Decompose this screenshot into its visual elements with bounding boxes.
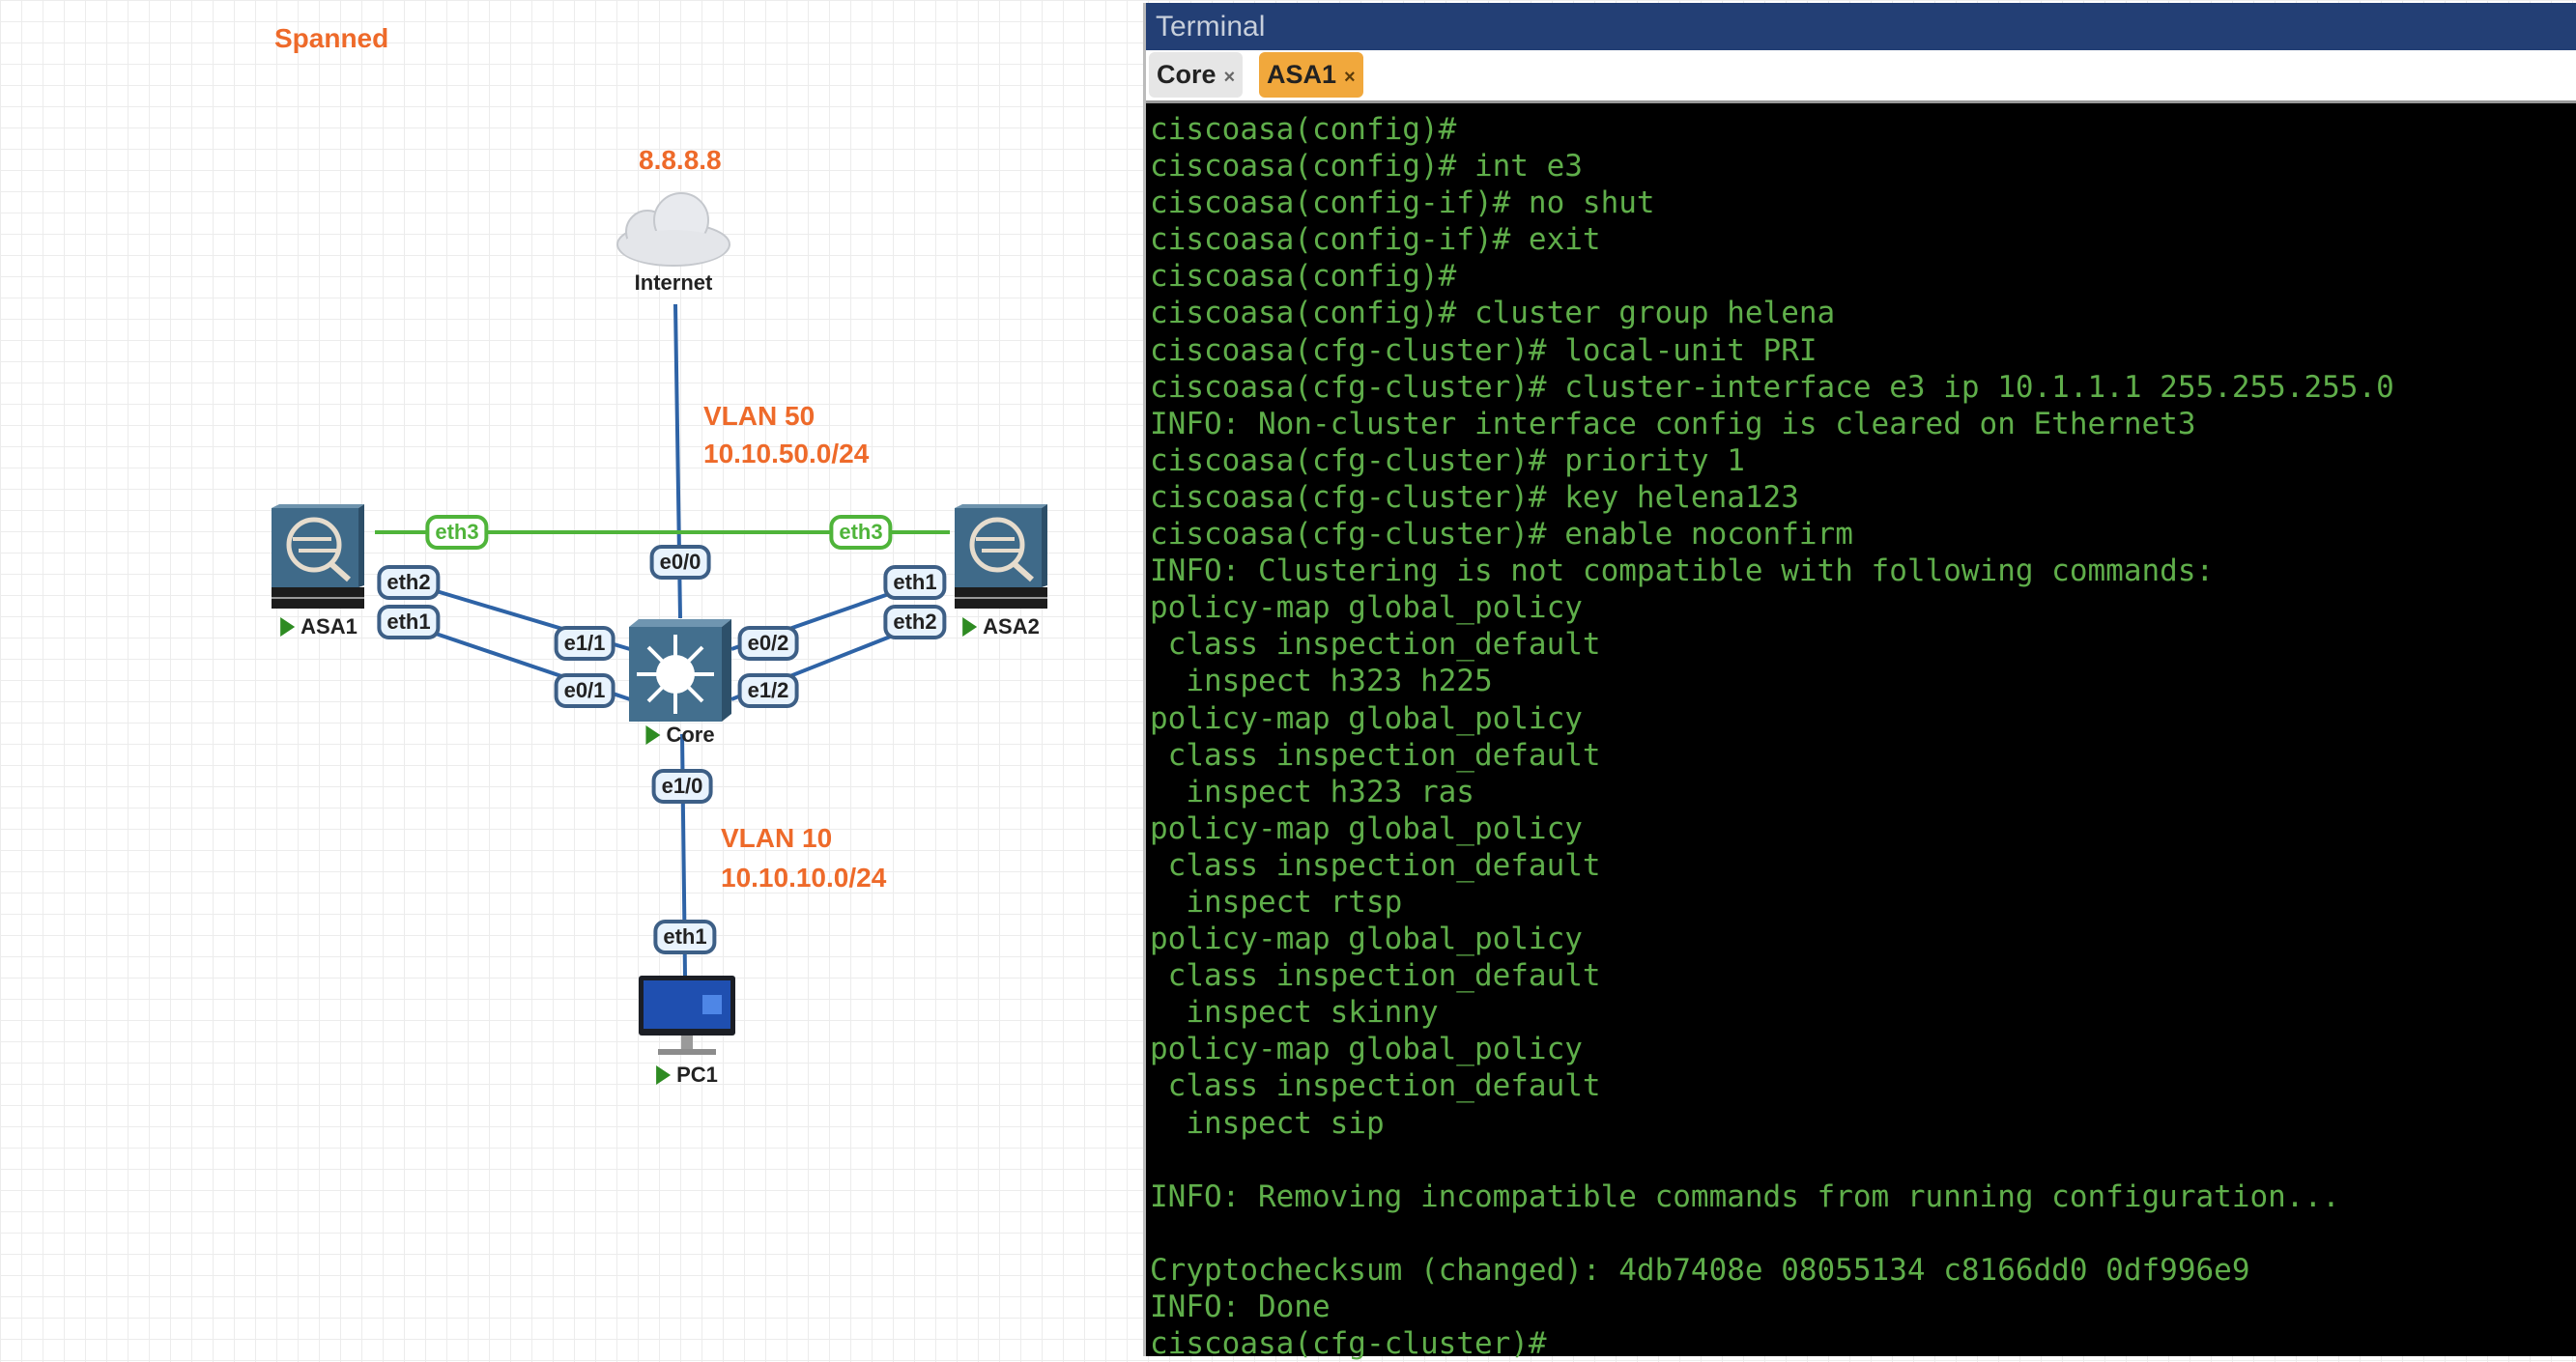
terminal-title-bar[interactable]: Terminal bbox=[1146, 3, 2576, 50]
port-asa1-eth3: eth3 bbox=[425, 515, 489, 550]
running-icon bbox=[962, 617, 978, 637]
terminal-window[interactable]: Terminal Core× ASA1× ciscoasa(config)#ci… bbox=[1143, 3, 2576, 1361]
port-core-e1-0: e1/0 bbox=[651, 769, 713, 804]
core-switch-icon[interactable] bbox=[629, 619, 731, 722]
terminal-line: policy-map global_policy bbox=[1150, 922, 1583, 957]
terminal-line: ciscoasa(config)# int e3 bbox=[1150, 149, 1583, 184]
internet-cloud-icon[interactable] bbox=[616, 192, 730, 267]
terminal-line: policy-map global_policy bbox=[1150, 810, 1583, 846]
port-asa2-eth2: eth2 bbox=[883, 605, 947, 639]
pc1-name: PC1 bbox=[676, 1063, 718, 1087]
close-icon[interactable]: × bbox=[1344, 67, 1356, 88]
internet-ip-label: 8.8.8.8 bbox=[639, 145, 722, 175]
terminal-line: INFO: Removing incompatible commands fro… bbox=[1150, 1178, 2340, 1214]
asa2-firewall-icon[interactable] bbox=[955, 504, 1047, 609]
port-core-e0-0: e0/0 bbox=[649, 545, 711, 580]
terminal-tab-bar: Core × ASA1 × bbox=[1146, 50, 2576, 103]
port-core-e0-2: e0/2 bbox=[737, 626, 799, 661]
vlan50-subnet: 10.10.50.0/24 bbox=[703, 439, 870, 468]
terminal-line: class inspection_default bbox=[1150, 958, 1601, 994]
terminal-line: ciscoasa(config-if)# no shut bbox=[1150, 185, 1655, 221]
terminal-line: inspect h323 h225 bbox=[1150, 664, 1493, 699]
tab-asa1-label: ASA1 bbox=[1267, 60, 1337, 89]
terminal-line bbox=[1150, 1142, 2576, 1178]
core-name: Core bbox=[666, 723, 715, 747]
close-icon[interactable]: × bbox=[1223, 67, 1236, 88]
asa2-node-label[interactable]: ASA2 bbox=[962, 614, 1040, 639]
terminal-line: inspect rtsp bbox=[1150, 884, 1403, 920]
port-asa1-eth2: eth2 bbox=[377, 565, 441, 600]
terminal-line: class inspection_default bbox=[1150, 847, 1601, 883]
terminal-line: ciscoasa(config)# bbox=[1150, 259, 1457, 295]
core-node-label[interactable]: Core bbox=[645, 723, 715, 748]
tab-asa1[interactable]: ASA1 × bbox=[1259, 52, 1363, 98]
running-icon bbox=[280, 617, 296, 637]
terminal-line: INFO: Clustering is not compatible with … bbox=[1150, 553, 2215, 589]
pc1-monitor-icon[interactable] bbox=[639, 976, 735, 1055]
terminal-line: inspect sip bbox=[1150, 1105, 1385, 1141]
asa1-name: ASA1 bbox=[301, 614, 358, 638]
tab-core-label: Core bbox=[1157, 60, 1216, 89]
port-asa2-eth1: eth1 bbox=[883, 565, 947, 600]
vlan10-subnet: 10.10.10.0/24 bbox=[721, 863, 887, 893]
running-icon bbox=[645, 725, 661, 745]
terminal-line: INFO: Non-cluster interface config is cl… bbox=[1150, 406, 2196, 441]
terminal-line: ciscoasa(config)# cluster group helena bbox=[1150, 296, 1836, 331]
terminal-line: ciscoasa(cfg-cluster)# enable noconfirm bbox=[1150, 517, 1853, 553]
terminal-line: inspect skinny bbox=[1150, 995, 1439, 1031]
terminal-line: Cryptochecksum (changed): 4db7408e 08055… bbox=[1150, 1252, 2250, 1288]
port-core-e0-1: e0/1 bbox=[554, 673, 615, 708]
terminal-line: ciscoasa(cfg-cluster)# priority 1 bbox=[1150, 442, 1745, 478]
terminal-line: class inspection_default bbox=[1150, 627, 1601, 663]
internet-label: Internet bbox=[634, 270, 713, 295]
terminal-line: ciscoasa(cfg-cluster)# bbox=[1150, 1326, 1547, 1362]
asa2-name: ASA2 bbox=[983, 614, 1040, 638]
terminal-line: ciscoasa(cfg-cluster)# local-unit PRI bbox=[1150, 332, 1818, 368]
port-asa2-eth3: eth3 bbox=[829, 515, 893, 550]
terminal-line: ciscoasa(config-if)# exit bbox=[1150, 222, 1601, 258]
terminal-line: policy-map global_policy bbox=[1150, 700, 1583, 736]
vlan10-label: VLAN 10 bbox=[721, 823, 833, 853]
terminal-line: ciscoasa(cfg-cluster)# cluster-interface… bbox=[1150, 369, 2394, 405]
terminal-line: ciscoasa(config)# bbox=[1150, 112, 1457, 147]
port-core-e1-2: e1/2 bbox=[737, 673, 799, 708]
running-icon bbox=[656, 1065, 672, 1085]
port-pc1-eth1: eth1 bbox=[653, 920, 717, 954]
terminal-line: INFO: Done bbox=[1150, 1290, 1331, 1324]
terminal-line: inspect h323 ras bbox=[1150, 774, 1474, 809]
terminal-line: class inspection_default bbox=[1150, 737, 1601, 773]
port-core-e1-1: e1/1 bbox=[554, 626, 615, 661]
asa1-node-label[interactable]: ASA1 bbox=[280, 614, 358, 639]
terminal-line bbox=[1150, 1215, 2576, 1252]
vlan50-label: VLAN 50 bbox=[703, 401, 816, 431]
port-asa1-eth1: eth1 bbox=[377, 605, 441, 639]
diagram-title: Spanned bbox=[274, 23, 389, 53]
terminal-line: class inspection_default bbox=[1150, 1068, 1601, 1104]
terminal-line: ciscoasa(cfg-cluster)# key helena123 bbox=[1150, 479, 1799, 515]
pc1-node-label[interactable]: PC1 bbox=[656, 1063, 718, 1088]
asa1-firewall-icon[interactable] bbox=[272, 504, 364, 609]
terminal-line: policy-map global_policy bbox=[1150, 1032, 1583, 1067]
terminal-output[interactable]: ciscoasa(config)#ciscoasa(config)# int e… bbox=[1146, 103, 2576, 1362]
terminal-line: policy-map global_policy bbox=[1150, 590, 1583, 626]
tab-core[interactable]: Core × bbox=[1149, 52, 1244, 98]
